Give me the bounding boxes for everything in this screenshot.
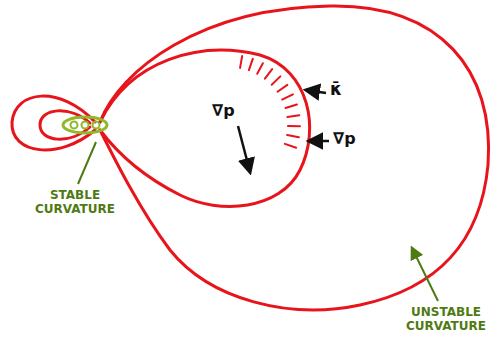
pressure-hatching <box>240 56 300 148</box>
hatch-mark <box>265 69 272 79</box>
hatch-mark <box>282 94 293 99</box>
region-label: UNSTABLE CURVATURE <box>398 306 494 334</box>
hatch-mark <box>249 59 253 70</box>
gradient-arrow <box>238 126 250 172</box>
leader-arrow <box>412 248 438 301</box>
curvature-symbol: κ̄ <box>330 80 342 100</box>
hatch-mark <box>288 125 300 127</box>
hatch-mark <box>287 135 299 137</box>
hatch-mark <box>257 63 263 74</box>
curvature-arrow <box>306 90 326 93</box>
region-label: STABLE CURVATURE <box>30 189 120 217</box>
hatch-mark <box>285 105 296 109</box>
outer-field-line <box>100 6 489 310</box>
gradient-symbol: ∇p <box>333 130 356 148</box>
coil <box>63 117 107 133</box>
leader-line <box>78 142 96 184</box>
left-small-field-line <box>40 111 90 139</box>
hatch-mark <box>240 56 242 68</box>
left-field-line <box>12 96 95 150</box>
hatch-mark <box>287 115 299 117</box>
hatch-mark <box>285 144 296 148</box>
gradient-arrow <box>309 140 329 143</box>
inner-field-line <box>100 50 310 206</box>
hatch-mark <box>278 85 288 92</box>
gradient-symbol: ∇p <box>212 102 235 120</box>
hatch-mark <box>272 76 281 84</box>
